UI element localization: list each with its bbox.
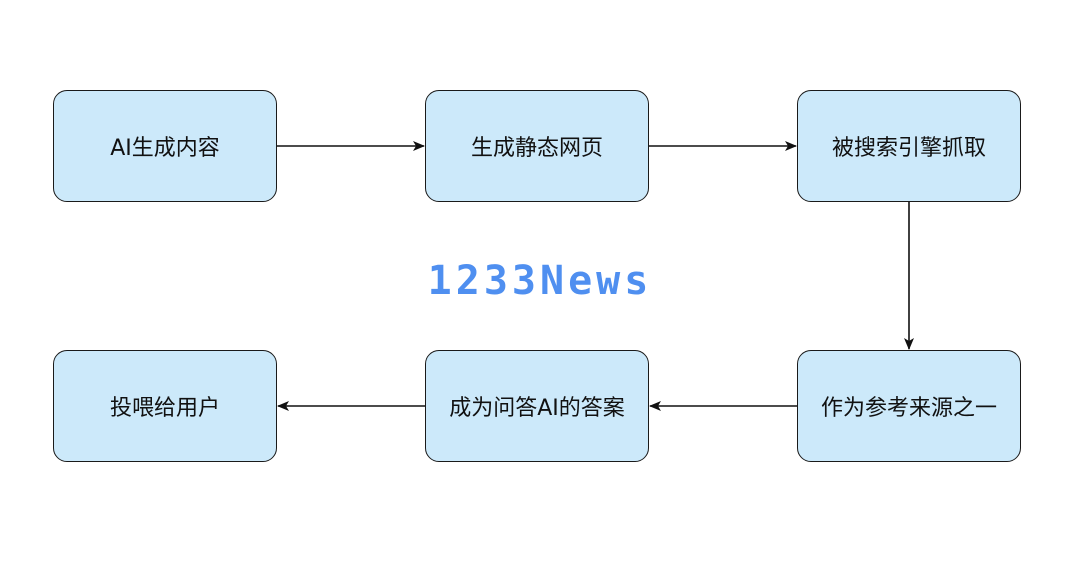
node-label: 作为参考来源之一 xyxy=(820,396,997,421)
node-label: AI生成内容 xyxy=(110,136,220,161)
node-label: 生成静态网页 xyxy=(470,136,603,161)
watermark-logo: 1233News xyxy=(427,258,653,304)
node-label: 成为问答AI的答案 xyxy=(449,396,625,421)
node-label: 投喂给用户 xyxy=(109,396,220,421)
node-label: 被搜索引擎抓取 xyxy=(831,136,986,161)
node-fed-to-users: 投喂给用户 xyxy=(53,350,277,462)
node-generate-static-page: 生成静态网页 xyxy=(425,90,649,202)
node-becomes-qa-ai-answer: 成为问答AI的答案 xyxy=(425,350,649,462)
node-crawled-by-search-engine: 被搜索引擎抓取 xyxy=(797,90,1021,202)
node-used-as-reference-source: 作为参考来源之一 xyxy=(797,350,1021,462)
node-ai-generated-content: AI生成内容 xyxy=(53,90,277,202)
